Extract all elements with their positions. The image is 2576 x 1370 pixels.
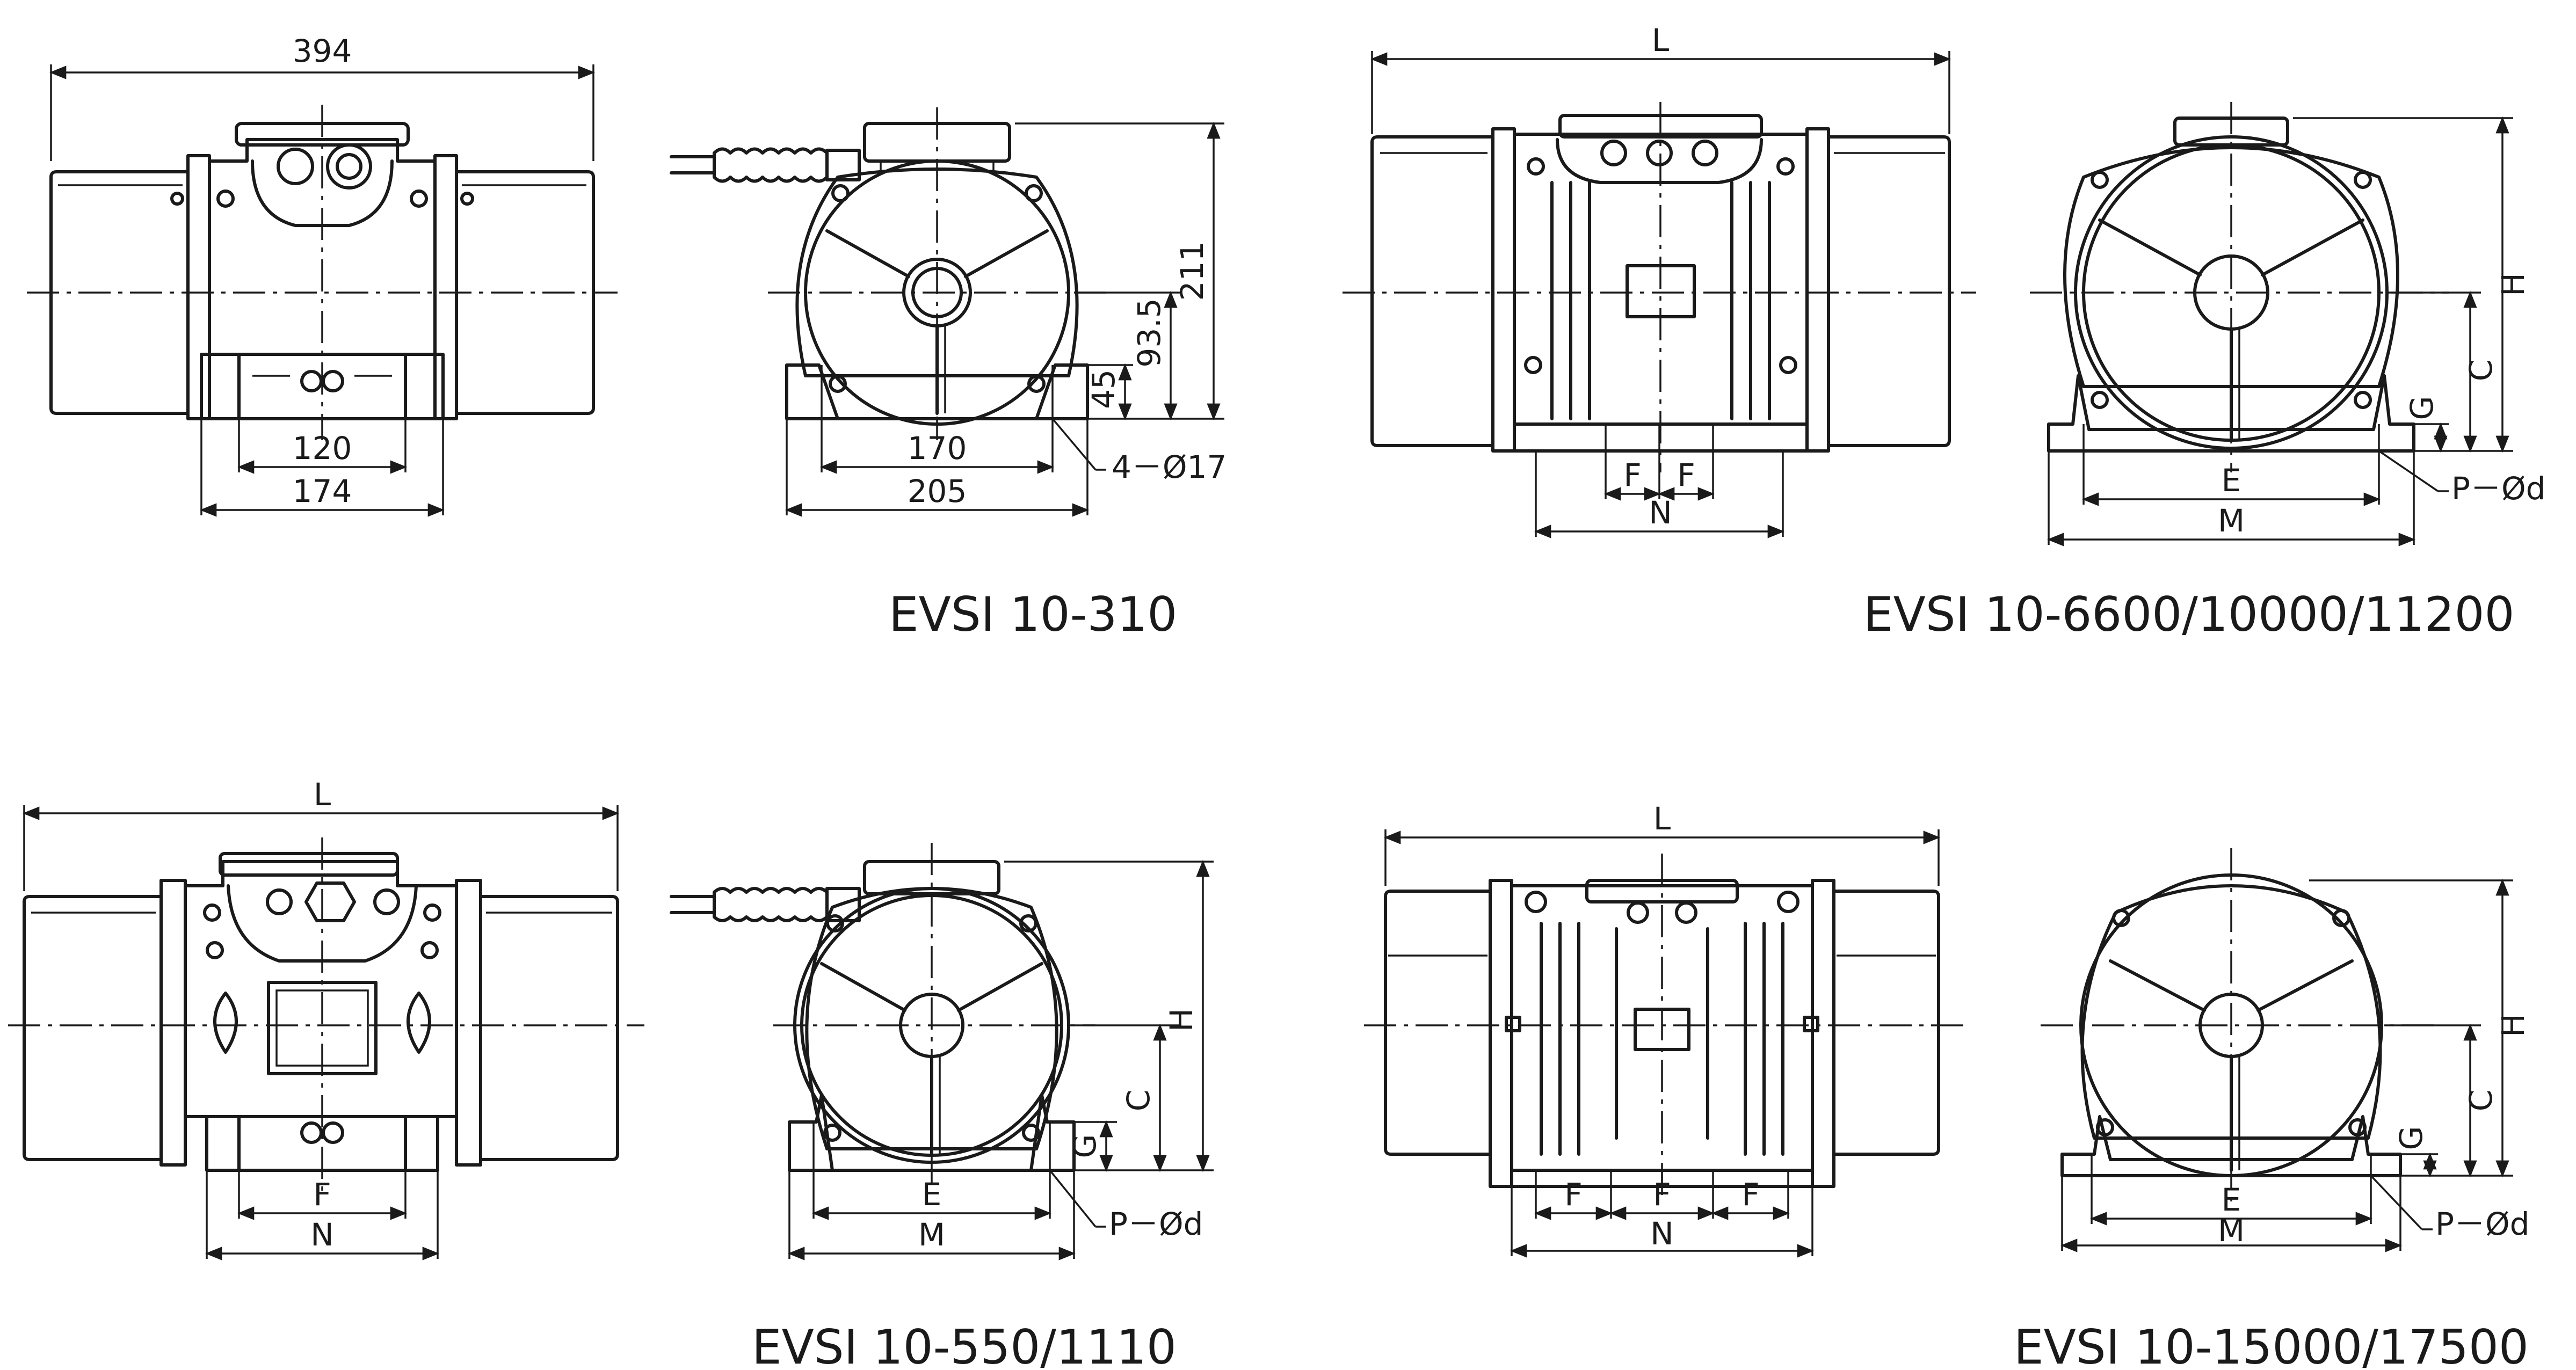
- dim-axis-height: 93.5: [1131, 298, 1167, 367]
- dim-base-length: 205: [908, 473, 967, 509]
- dim-c-e: E: [922, 1176, 942, 1213]
- view-c-labels: L F N E M H C G P－Ød EVSI 10-550/1110: [310, 776, 1203, 1370]
- dim-b-h: H: [2495, 273, 2531, 296]
- dim-b-g: G: [2404, 396, 2440, 420]
- dim-d-h: H: [2495, 1014, 2531, 1037]
- view-d-labels: L F F F N E M H C G P－Ød EVSI 10-15000/1…: [1564, 800, 2531, 1370]
- view-c-title: EVSI 10-550/1110: [752, 1320, 1177, 1370]
- dim-overall-length: 394: [293, 33, 352, 69]
- dim-d-holes: P－Ød: [2435, 1206, 2529, 1242]
- dim-b-length: L: [1652, 22, 1669, 59]
- view-d-front: [2041, 848, 2513, 1252]
- view-a-front: [670, 107, 1224, 517]
- dim-holes: 4－Ø17: [1112, 449, 1227, 485]
- dim-b-holes: P－Ød: [2451, 470, 2545, 507]
- dim-d-m: M: [2218, 1212, 2245, 1249]
- view-d-side: [1364, 829, 1965, 1258]
- view-c-side: [8, 805, 644, 1260]
- view-b-front: [2030, 102, 2513, 546]
- dim-hole-spacing: 170: [908, 430, 967, 467]
- dim-b-e: E: [2222, 462, 2241, 499]
- dim-c-c: C: [1120, 1090, 1157, 1112]
- dim-d-g: G: [2393, 1126, 2429, 1150]
- view-a-labels: 394 120 174 170 205 211 93.5 45 4－Ø17 EV…: [293, 33, 1227, 642]
- dim-d-e: E: [2222, 1182, 2241, 1218]
- dim-c-n: N: [310, 1216, 333, 1253]
- dim-d-n: N: [1650, 1215, 1673, 1252]
- view-a-title: EVSI 10-310: [889, 587, 1177, 642]
- view-b-title: EVSI 10-6600/10000/11200: [1863, 587, 2514, 642]
- dim-height: 211: [1174, 242, 1210, 301]
- dim-d-c: C: [2463, 1090, 2499, 1112]
- view-b-side: [1343, 51, 1976, 538]
- dim-c-h: H: [1163, 1008, 1200, 1032]
- dim-foot-height: 45: [1085, 369, 1122, 409]
- dim-d-length: L: [1653, 800, 1671, 837]
- dim-inner-width: 120: [293, 430, 352, 467]
- dim-c-f: F: [313, 1176, 331, 1213]
- dim-c-length: L: [314, 776, 331, 813]
- dim-c-g: G: [1066, 1134, 1103, 1158]
- dim-b-m: M: [2218, 502, 2245, 539]
- dim-b-n: N: [1649, 494, 1672, 531]
- dim-c-holes: P－Ød: [1109, 1206, 1203, 1242]
- dim-d-f1: F: [1564, 1176, 1582, 1213]
- view-b-labels: L F F N E M H C G P－Ød EVSI 10-6600/1000…: [1623, 22, 2545, 642]
- dim-d-f3: F: [1741, 1176, 1759, 1213]
- view-c-front: [670, 843, 1214, 1260]
- dim-foot-width: 174: [293, 473, 352, 509]
- view-d-title: EVSI 10-15000/17500: [2014, 1320, 2529, 1370]
- dim-b-c: C: [2463, 360, 2499, 382]
- view-a-side: [27, 64, 618, 517]
- dim-b-f2: F: [1677, 457, 1695, 493]
- dim-d-f2: F: [1653, 1176, 1671, 1213]
- dim-b-f1: F: [1623, 457, 1641, 493]
- dim-c-m: M: [918, 1216, 945, 1253]
